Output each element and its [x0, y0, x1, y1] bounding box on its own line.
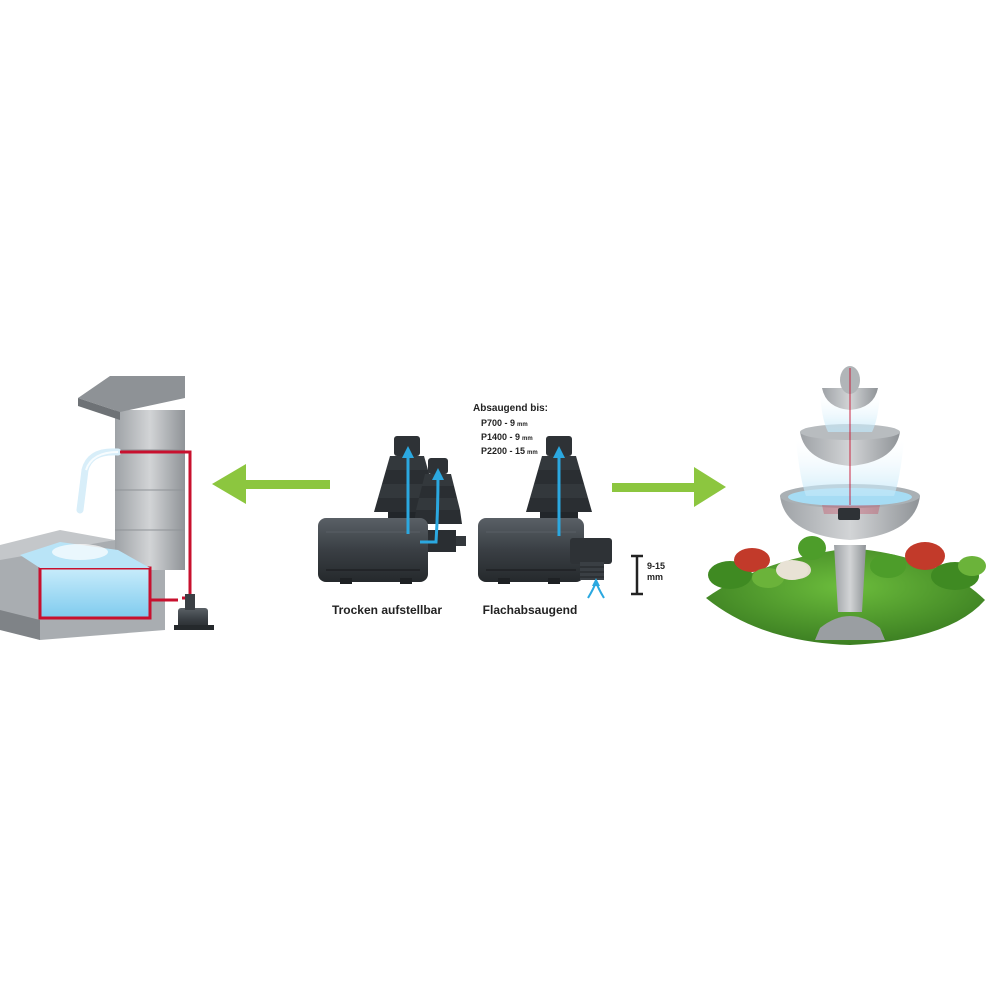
mini-pump [174, 594, 214, 630]
garden-stone [776, 560, 808, 580]
top-slab [78, 376, 185, 412]
depth-range: 9-15 [647, 561, 665, 571]
wall-fountain-illustration [0, 376, 214, 640]
suction-heading: Absaugend bis: [473, 403, 548, 414]
inlet-arrows-icon [587, 578, 605, 599]
basin-base-shadow [0, 610, 40, 640]
fountain-pump [838, 508, 860, 520]
pump-flat-body [478, 518, 584, 582]
depth-unit: mm [647, 572, 663, 582]
pump-dry-caption: Trocken aufstellbar [332, 603, 442, 617]
pump-dry-body [318, 518, 428, 582]
pump-flat-illustration [478, 436, 612, 599]
depth-marker: 9-15 mm [631, 554, 665, 596]
pool-water [38, 566, 152, 620]
garden-fountain-illustration [706, 366, 986, 645]
pump-flat-caption: Flachabsaugend [483, 603, 578, 617]
right-bushes [870, 542, 986, 590]
flow-arrow-icon [553, 446, 565, 536]
pump-dry-illustration [318, 436, 466, 584]
flow-arrow-icon [402, 446, 444, 544]
arrow-left-icon [212, 464, 330, 504]
water-jet [76, 448, 122, 514]
splash [52, 544, 108, 560]
pedestal-base [815, 616, 885, 640]
pedestal-column [834, 545, 866, 612]
arrow-right-icon [612, 467, 726, 507]
